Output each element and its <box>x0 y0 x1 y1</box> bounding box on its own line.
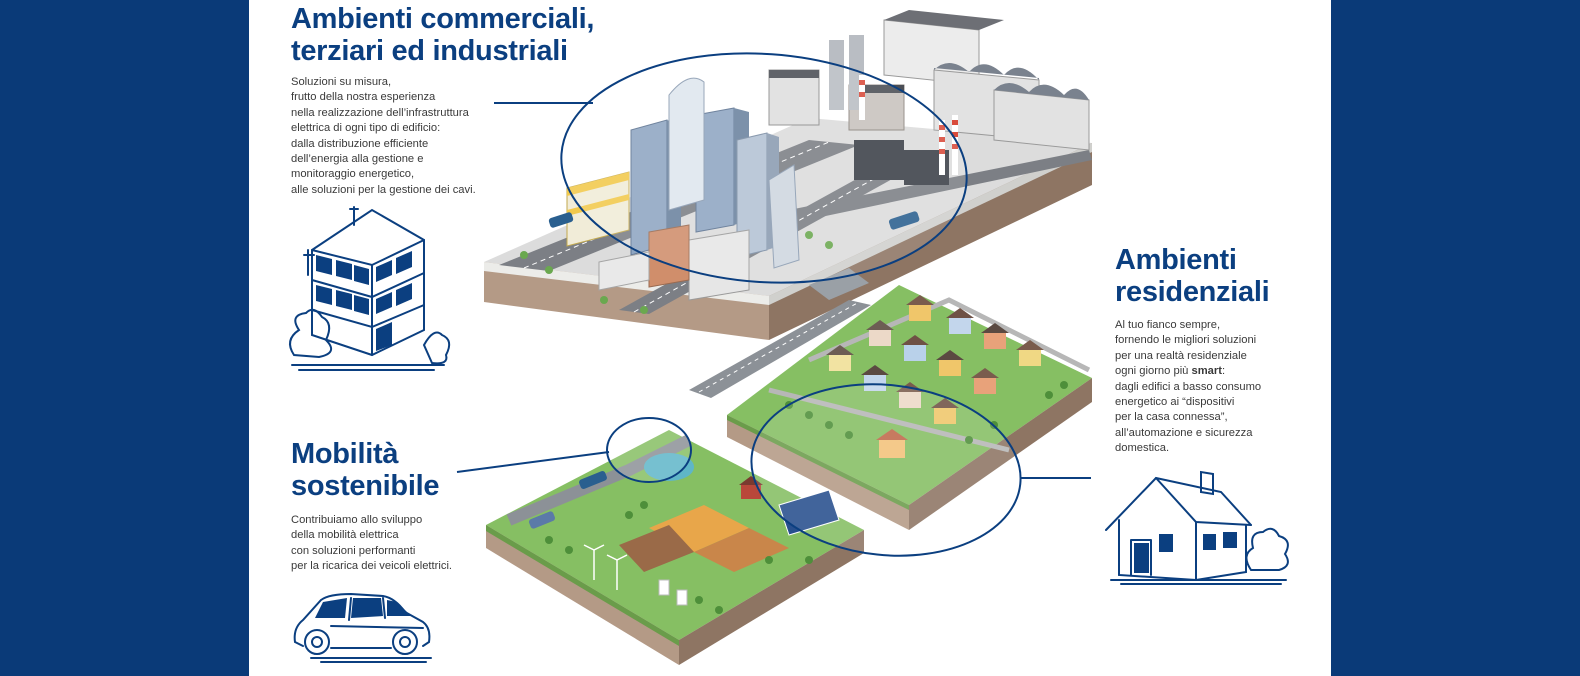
commercial-body-line: frutto della nostra esperienza <box>291 91 436 104</box>
commercial-body-line: monitoraggio energetico, <box>291 168 415 181</box>
commercial-body-line: elettrica di ogni tipo di edificio: <box>291 122 441 135</box>
mobility-body-line: per la ricarica dei veicoli elettrici. <box>291 560 453 573</box>
mobility-title-line-2: sostenibile <box>291 470 440 502</box>
smart-suffix: : <box>1222 365 1226 378</box>
office-building-icon <box>289 206 451 371</box>
mobility-platform <box>486 430 864 665</box>
commercial-body-line: dalla distribuzione efficiente <box>291 137 429 150</box>
residential-body-line: per la casa connessa”, <box>1115 411 1228 424</box>
commercial-body-line: alle soluzioni per la gestione dei cavi. <box>291 183 476 196</box>
residential-description: Al tuo fianco sempre, fornendo le miglio… <box>1115 318 1261 457</box>
residential-body-line: dagli edifici a basso consumo <box>1115 380 1262 393</box>
commercial-title-line-1: Ambienti commerciali, <box>291 3 595 35</box>
commercial-description: Soluzioni su misura, frutto della nostra… <box>291 75 476 198</box>
commercial-body-line: dell’energia alla gestione e <box>291 153 424 166</box>
residential-body-line-smart: ogni giorno più smart: <box>1115 364 1261 379</box>
mobility-body-line: con soluzioni performanti <box>291 544 416 557</box>
electric-car-icon <box>293 592 432 663</box>
mobility-title-line-1: Mobilità <box>291 438 399 470</box>
mobility-body-line: Contribuiamo allo sviluppo <box>291 514 423 526</box>
residential-body-line: energetico ai “dispositivi <box>1115 396 1235 409</box>
smart-word: smart <box>1191 365 1222 378</box>
mobility-description: Contribuiamo allo sviluppo della mobilit… <box>291 513 452 575</box>
residential-title-line-2: residenziali <box>1115 276 1270 308</box>
residential-body-line: domestica. <box>1115 442 1170 455</box>
commercial-title-line-2: terziari ed industriali <box>291 35 568 67</box>
mobility-connector-line <box>456 451 610 473</box>
infographic-panel: Ambienti commerciali, terziari ed indust… <box>249 0 1331 676</box>
commercial-body-line: nella realizzazione dell’infrastruttura <box>291 106 469 119</box>
connecting-bridge <box>689 268 871 398</box>
residential-body-line: per una realtà residenziale <box>1115 349 1247 362</box>
commercial-title: Ambienti commerciali, terziari ed indust… <box>291 3 594 67</box>
smart-prefix: ogni giorno più <box>1115 365 1192 378</box>
residential-body-line: all’automazione e sicurezza <box>1115 426 1253 439</box>
residential-callout-circle <box>750 383 1022 557</box>
residential-title-line-1: Ambienti <box>1115 244 1237 276</box>
residential-title: Ambienti residenziali <box>1115 244 1270 308</box>
commercial-callout-circle <box>560 52 968 284</box>
residential-body-line: fornendo le migliori soluzioni <box>1115 334 1257 347</box>
residential-body-line: Al tuo fianco sempre, <box>1115 319 1221 331</box>
isometric-city-illustration <box>456 10 1092 665</box>
house-icon <box>1105 470 1289 585</box>
mobility-body-line: della mobilità elettrica <box>291 529 399 542</box>
mobility-callout-circle <box>606 417 692 483</box>
mobility-title: Mobilità sostenibile <box>291 438 439 502</box>
commercial-body-line: Soluzioni su misura, <box>291 76 392 88</box>
